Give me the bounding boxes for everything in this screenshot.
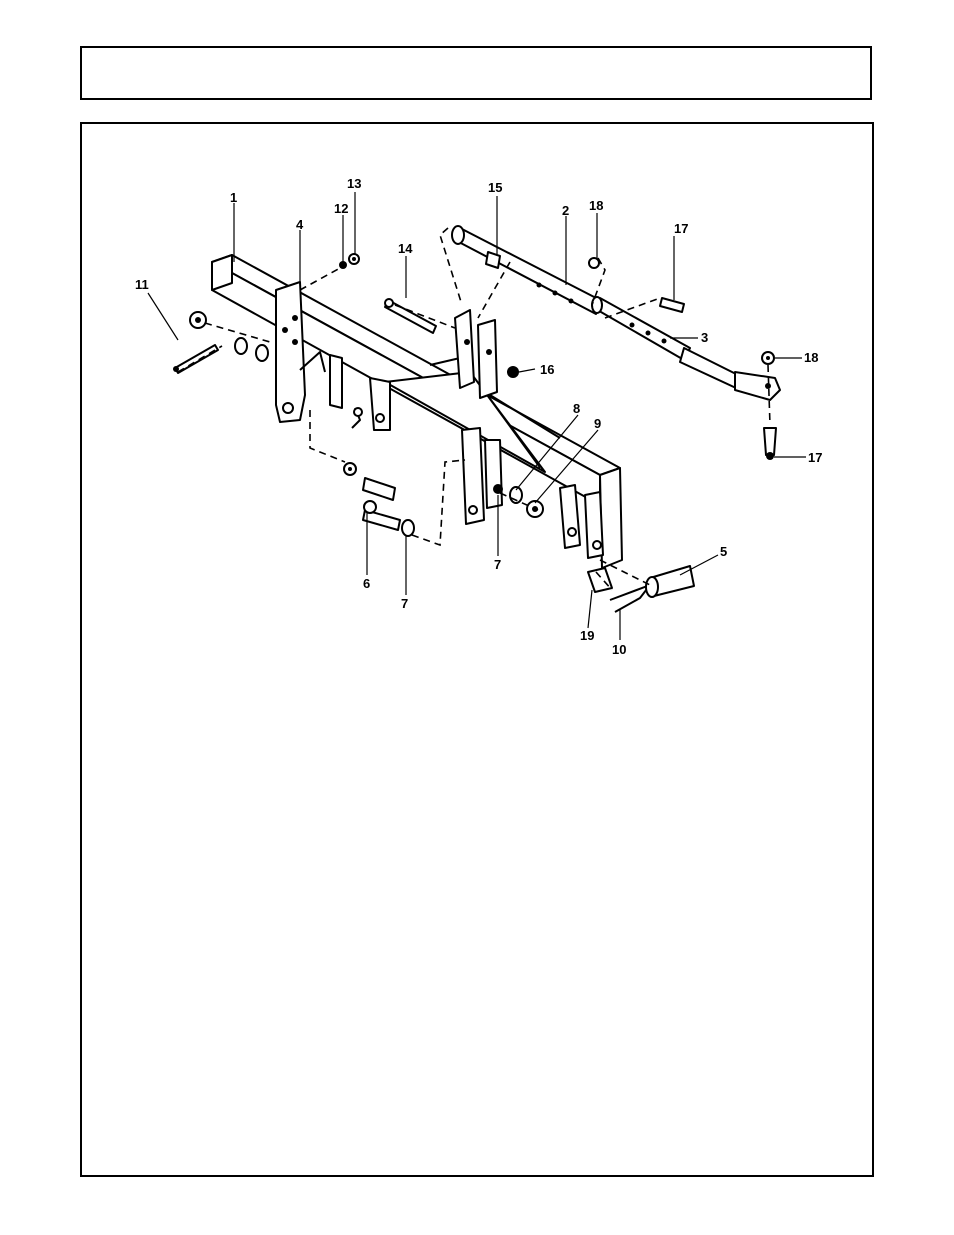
callout-17b: 17 [808, 450, 822, 465]
callout-4: 4 [296, 217, 304, 232]
callout-11: 11 [135, 277, 149, 292]
callout-13: 13 [347, 176, 361, 191]
main-frame [212, 255, 622, 568]
callout-1: 1 [230, 190, 237, 205]
callout-16: 16 [540, 362, 554, 377]
callout-5: 5 [720, 544, 727, 559]
callout-19: 19 [580, 628, 594, 643]
callout-15: 15 [488, 180, 502, 195]
callout-18b: 18 [804, 350, 818, 365]
callout-10: 10 [612, 642, 626, 657]
callout-8: 8 [573, 401, 580, 416]
callout-6: 6 [363, 576, 370, 591]
top-link-assembly [452, 226, 780, 400]
callout-7a: 7 [401, 596, 408, 611]
callout-3: 3 [701, 330, 708, 345]
callout-9: 9 [594, 416, 601, 431]
callout-2: 2 [562, 203, 569, 218]
callout-14: 14 [398, 241, 413, 256]
callout-18a: 18 [589, 198, 603, 213]
callout-7b: 7 [494, 557, 501, 572]
callout-12: 12 [334, 201, 348, 216]
callout-17a: 17 [674, 221, 688, 236]
